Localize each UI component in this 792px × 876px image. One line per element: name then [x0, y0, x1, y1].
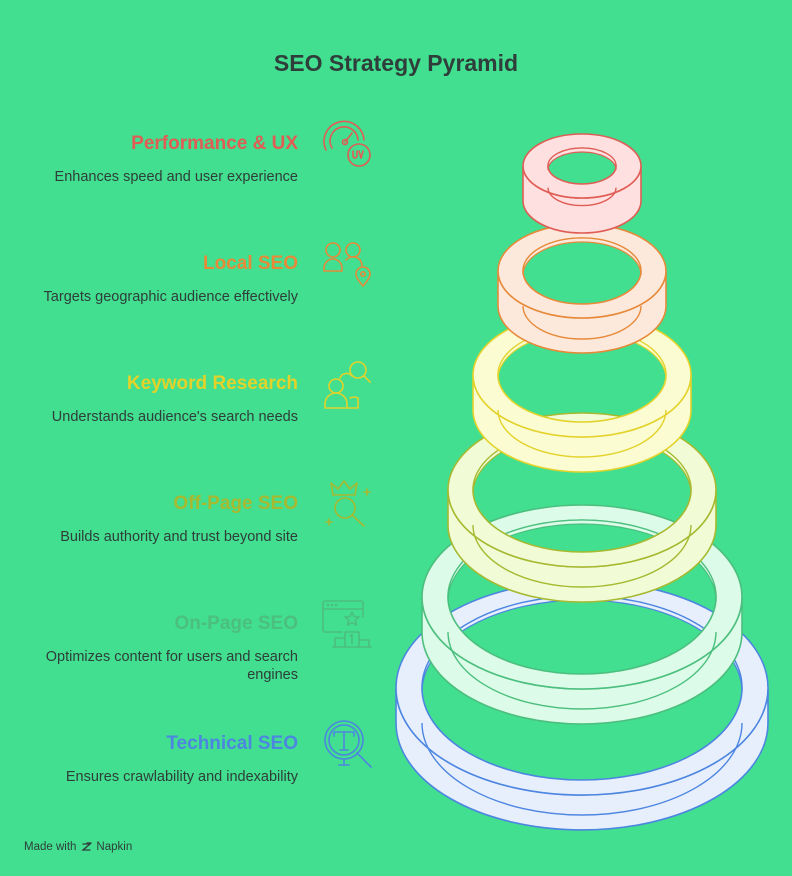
ring-performance-ux [522, 133, 642, 234]
ring-hole-rim [497, 409, 667, 458]
person-search-icon [324, 361, 371, 409]
level-off-page-seo: Off-Page SEO Builds authority and trust … [0, 493, 298, 546]
brand-name: Napkin [96, 841, 133, 853]
text-magnifier-icon [324, 720, 372, 768]
ring-inner-wall [547, 147, 617, 171]
ring-hole-rim [447, 631, 717, 710]
made-with-text: Made with [24, 841, 77, 853]
level-keyword-research: Keyword Research Understands audience's … [0, 373, 298, 426]
ring-local-seo [497, 223, 667, 354]
level-label: Local SEO [202, 253, 298, 274]
level-description: Optimizes content for users and search e… [45, 649, 298, 683]
ring-technical-seo [395, 580, 769, 831]
level-description: Understands audience's search needs [51, 409, 298, 425]
ring-hole-rim [547, 187, 617, 207]
level-label: Off-Page SEO [173, 493, 298, 514]
level-label: Keyword Research [126, 373, 298, 394]
level-label: On-Page SEO [174, 613, 298, 634]
level-local-seo: Local SEO Targets geographic audience ef… [0, 253, 298, 306]
ring-top [522, 133, 642, 199]
ring-hole-rim [472, 524, 692, 588]
level-description: Enhances speed and user experience [54, 169, 298, 185]
ring-inner-wall [421, 595, 743, 693]
footer: Made with Napkin [24, 841, 132, 853]
level-technical-seo: Technical SEO Ensures crawlability and i… [0, 733, 298, 786]
level-on-page-seo: On-Page SEO Optimizes content for users … [0, 613, 298, 684]
level-description: Targets geographic audience effectively [43, 289, 298, 305]
ring-hole-rim [522, 305, 642, 340]
speedometer-ux-icon [323, 120, 371, 167]
page-title: SEO Strategy Pyramid [273, 50, 519, 76]
crown-magnifier-icon [325, 480, 371, 527]
level-label: Performance & UX [131, 133, 298, 154]
people-location-icon [323, 242, 371, 287]
napkin-logo-icon [81, 842, 93, 851]
level-label: Technical SEO [166, 733, 298, 754]
webpage-podium-icon [322, 600, 372, 648]
level-performance-ux: Performance & UX Enhances speed and user… [0, 133, 298, 186]
brand: Napkin [81, 841, 132, 853]
ring-inner-wall [522, 237, 642, 276]
level-description: Ensures crawlability and indexability [65, 769, 298, 785]
ring-hole-rim [421, 722, 743, 816]
level-description: Builds authority and trust beyond site [60, 529, 298, 545]
